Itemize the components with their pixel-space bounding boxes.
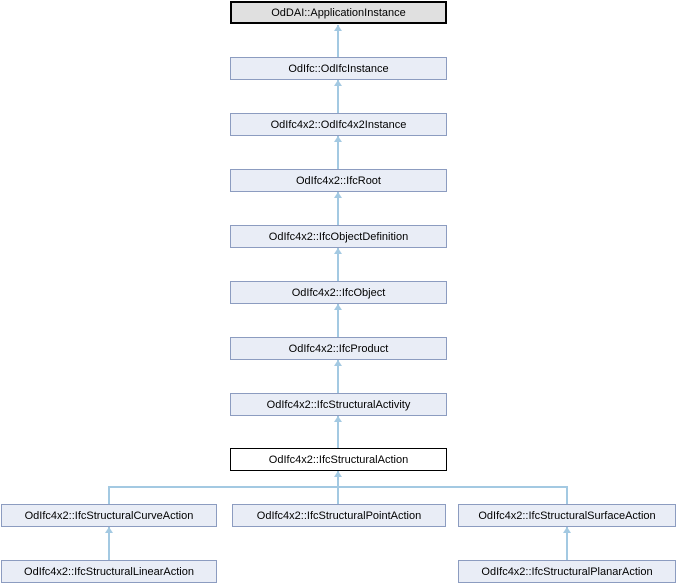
class-node-odifc4x2-ifcobject[interactable]: OdIfc4x2::IfcObject [230, 281, 447, 304]
arrow-up-icon [334, 360, 342, 366]
class-node-odifc4x2-ifcstructuralsurfaceaction[interactable]: OdIfc4x2::IfcStructuralSurfaceAction [458, 504, 676, 527]
arrow-up-icon [105, 527, 113, 533]
class-node-odifc4x2-odifc4x2instance[interactable]: OdIfc4x2::OdIfc4x2Instance [230, 113, 447, 136]
class-node-odifc-odifcinstance[interactable]: OdIfc::OdIfcInstance [230, 57, 447, 80]
edge-odifc4x2instance-to-odifcinstance [337, 80, 339, 113]
class-node-odifc4x2-ifcstructuralcurveaction[interactable]: OdIfc4x2::IfcStructuralCurveAction [1, 504, 217, 527]
edge-ifcproduct-to-ifcobject [337, 304, 339, 337]
arrow-up-icon [334, 304, 342, 310]
edge-ifcroot-to-odifc4x2instance [337, 136, 339, 169]
arrow-up-icon [334, 192, 342, 198]
class-node-odifc4x2-ifcstructurallinearaction[interactable]: OdIfc4x2::IfcStructuralLinearAction [1, 560, 217, 583]
edge-ifcobjectdefinition-to-ifcroot [337, 192, 339, 225]
arrow-up-icon [334, 25, 342, 31]
edge-subclass-junction-line [108, 486, 568, 488]
arrow-up-icon [334, 248, 342, 254]
edge-surfaceaction-stub [566, 488, 568, 504]
class-node-odifc4x2-ifcstructuralpointaction[interactable]: OdIfc4x2::IfcStructuralPointAction [232, 504, 446, 527]
class-node-odifc4x2-ifcstructuralplanaraction[interactable]: OdIfc4x2::IfcStructuralPlanarAction [458, 560, 676, 583]
class-node-odifc4x2-ifcstructuralactivity[interactable]: OdIfc4x2::IfcStructuralActivity [230, 393, 447, 416]
edge-ifcobject-to-ifcobjectdefinition [337, 248, 339, 281]
class-node-odifc4x2-ifcproduct[interactable]: OdIfc4x2::IfcProduct [230, 337, 447, 360]
class-node-oddai-applicationinstance: OdDAI::ApplicationInstance [230, 1, 447, 24]
arrow-up-icon [334, 80, 342, 86]
edge-ifcstructuralaction-to-ifcstructuralactivity [337, 416, 339, 448]
arrow-up-icon [334, 136, 342, 142]
edge-linearaction-to-curveaction [108, 527, 110, 560]
edge-curveaction-stub [108, 488, 110, 504]
arrow-up-icon [334, 471, 342, 477]
edge-ifcstructuralactivity-to-ifcproduct [337, 360, 339, 393]
class-node-odifc4x2-ifcstructuralaction-current: OdIfc4x2::IfcStructuralAction [230, 448, 447, 471]
class-node-odifc4x2-ifcroot[interactable]: OdIfc4x2::IfcRoot [230, 169, 447, 192]
arrow-up-icon [563, 527, 571, 533]
class-node-odifc4x2-ifcobjectdefinition[interactable]: OdIfc4x2::IfcObjectDefinition [230, 225, 447, 248]
edge-odifcinstance-to-applicationinstance [337, 25, 339, 57]
edge-planaraction-to-surfaceaction [566, 527, 568, 560]
arrow-up-icon [334, 416, 342, 422]
